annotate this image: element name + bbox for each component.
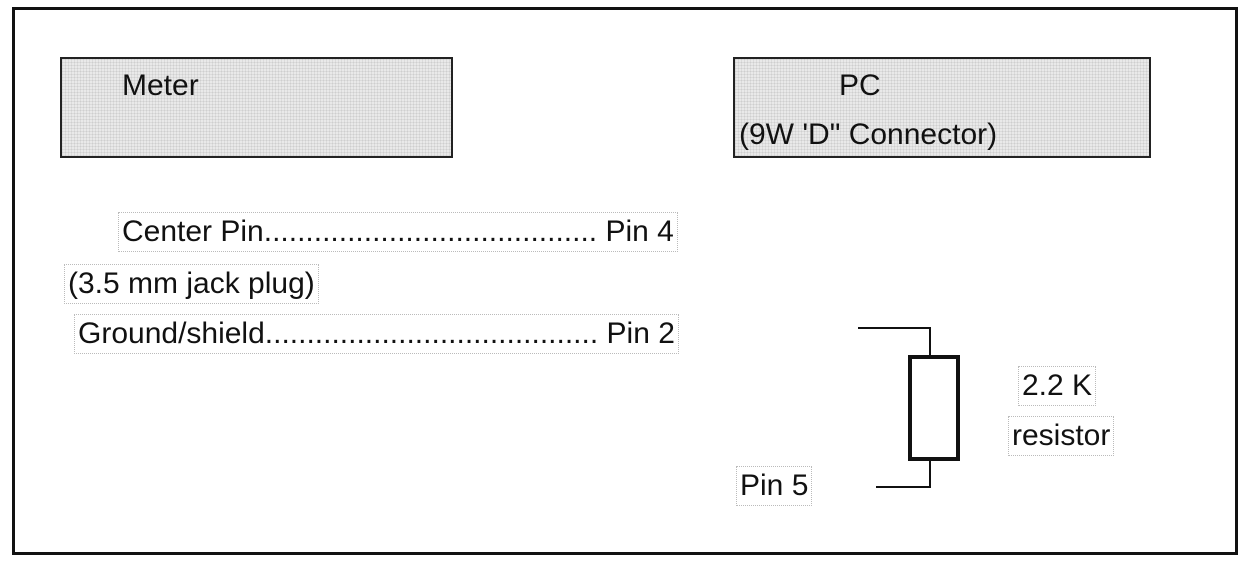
jack-plug-note: (3.5 mm jack plug) (64, 264, 319, 304)
pin5-label: Pin 5 (736, 466, 813, 506)
resistor-value: 2.2 K (1018, 366, 1097, 406)
ground-shield-connection: Ground/shield...........................… (74, 314, 679, 354)
resistor-label: resistor (1008, 416, 1115, 456)
wire-pin5 (876, 459, 931, 488)
pc-connector-label: (9W 'D" Connector) (739, 118, 998, 151)
pc-box: PC (9W 'D" Connector) (733, 57, 1151, 158)
center-pin-connection: Center Pin..............................… (118, 212, 678, 252)
meter-box: Meter (60, 57, 453, 158)
resistor-symbol (908, 355, 960, 461)
wire-pin2 (858, 327, 931, 357)
pc-label: PC (839, 69, 881, 102)
meter-label: Meter (122, 69, 199, 102)
